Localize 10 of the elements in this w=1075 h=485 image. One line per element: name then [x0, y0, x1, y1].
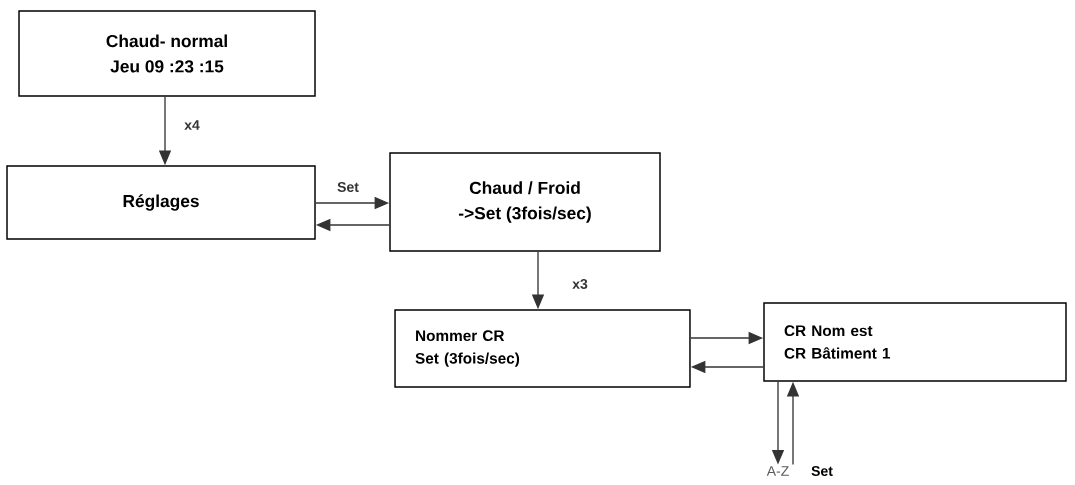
- key-label: Set: [811, 466, 833, 476]
- edge-label: x4: [182, 118, 202, 132]
- state-box: CR Nom est CR Bâtiment 1: [763, 302, 1067, 382]
- edge-label: Set: [335, 180, 361, 194]
- state-box: Chaud / Froid ->Set (3fois/sec): [389, 152, 661, 252]
- edge-label: x3: [570, 277, 590, 291]
- state-box: Chaud- normal Jeu 09 :23 :15: [18, 10, 316, 97]
- state-box: Réglages: [6, 165, 316, 240]
- state-box: Nommer CR Set (3fois/sec): [394, 309, 691, 388]
- key-label: A-Z: [766, 466, 789, 476]
